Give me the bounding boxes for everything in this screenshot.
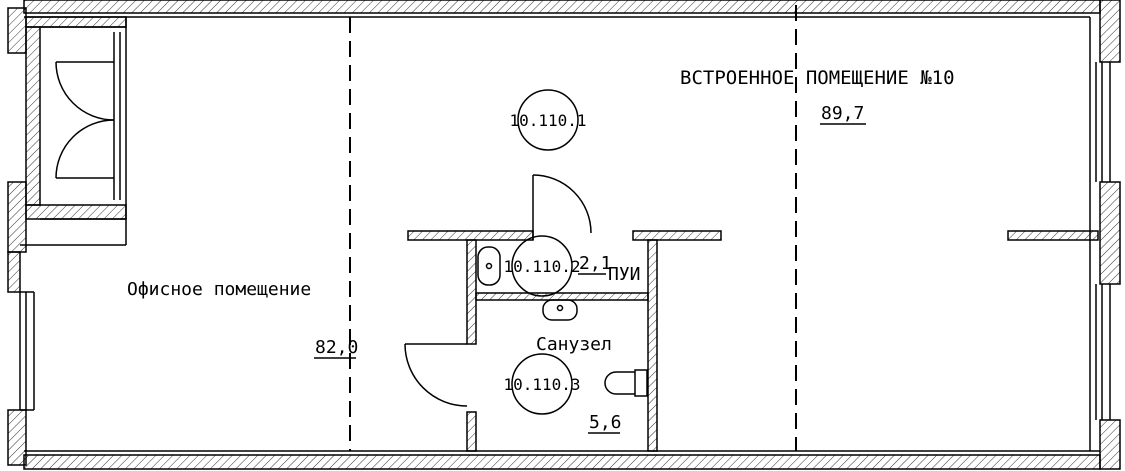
left-wall-mid: [7, 181, 27, 253]
tag-10-110-3: 10.110.3: [503, 375, 580, 394]
area-10-110-2: 2,1: [579, 253, 612, 274]
area-underlines: [314, 123, 866, 434]
tag-10-110-1: 10.110.1: [509, 111, 586, 130]
left-wall-bottom: [7, 409, 27, 466]
bath-wall-right: [647, 239, 658, 452]
name-pui: ПУИ: [608, 264, 641, 285]
partition-far-right: [1007, 230, 1099, 241]
exterior-walls: [7, 0, 1121, 470]
sink-pui: [477, 246, 501, 286]
tag-circle-10-110-2: [511, 235, 573, 297]
entrance-double-door: [55, 32, 121, 200]
niche-wall-left: [25, 26, 41, 206]
tag-circle-10-110-1: [517, 89, 579, 151]
top-wall: [23, 0, 1101, 14]
niche-wall-bottom: [25, 204, 127, 220]
pui-partition: [475, 292, 649, 301]
tag-10-110-2: 10.110.2: [503, 257, 580, 276]
fixtures: [477, 246, 648, 397]
niche-wall-top: [25, 16, 127, 28]
toilet: [604, 369, 648, 397]
sink-bath: [542, 299, 578, 321]
bottom-wall: [23, 454, 1101, 470]
right-window-top: [1095, 62, 1111, 182]
left-wall-low: [7, 251, 21, 293]
tag-circle-10-110-3: [511, 353, 573, 415]
left-window: [19, 291, 35, 411]
area-10-110-1: 89,7: [821, 103, 864, 124]
right-window-bottom: [1095, 284, 1111, 420]
name-sanuzel: Санузел: [536, 334, 612, 355]
name-office: Офисное помещение: [127, 279, 311, 300]
bath-wall-left: [466, 239, 477, 345]
bath-wall-left-low: [466, 411, 477, 452]
right-wall-bottom: [1099, 419, 1121, 470]
right-wall-mid: [1099, 181, 1121, 285]
partition-right: [632, 230, 722, 241]
partition-left: [407, 230, 534, 241]
area-10-110-3: 5,6: [589, 412, 622, 433]
right-wall-top: [1099, 0, 1121, 63]
area-office: 82,0: [315, 337, 358, 358]
left-wall-top: [7, 7, 27, 54]
room-tags: [511, 89, 579, 415]
interior-walls: [404, 174, 1099, 452]
title-label: ВСТРОЕННОЕ ПОМЕЩЕНИЕ №10: [680, 67, 955, 89]
zone-boundaries: [349, 5, 797, 451]
